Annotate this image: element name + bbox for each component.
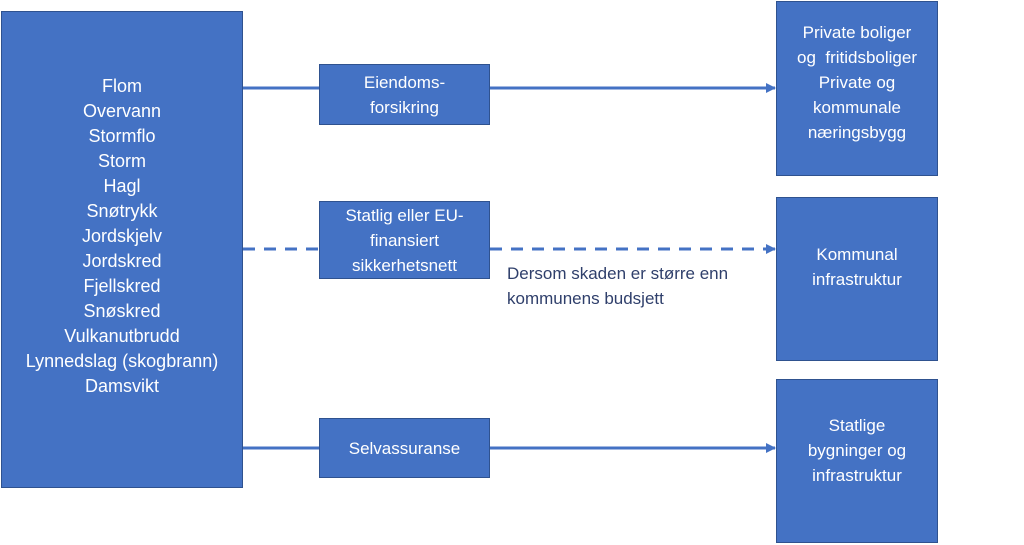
property-insurance-label-line: Eiendoms- (363, 72, 446, 92)
hazard-item: Fjellskred (83, 276, 161, 296)
safety-net-condition-note: Dersom skaden er større enn kommunens bu… (507, 261, 769, 311)
self-insurance-box: Selvassuranse (319, 418, 490, 478)
state-buildings-box: Statlige bygninger og infrastruktur (776, 379, 938, 543)
state-buildings-label-line: Statlige (828, 415, 886, 435)
safety-net-label-line: finansiert (370, 230, 439, 250)
note-line: Dersom skaden er større enn (507, 264, 729, 283)
private-buildings-label-line: næringsbygg (807, 123, 907, 142)
hazard-item: Stormflo (88, 126, 156, 146)
hazard-item: Lynnedslag (skogbrann) (25, 351, 219, 371)
hazard-item: Jordskred (82, 251, 162, 271)
municipal-infrastructure-box: Kommunal infrastruktur (776, 197, 938, 361)
note-line: kommunens budsjett (507, 289, 664, 308)
hazard-item: Flom (102, 76, 142, 96)
private-buildings-label-line: kommunale (813, 98, 901, 117)
hazard-item: Vulkanutbrudd (64, 326, 180, 346)
private-buildings-box: Private boliger og fritidsboliger Privat… (776, 1, 938, 176)
property-insurance-label-line: forsikring (370, 97, 439, 117)
state-buildings-label-line: bygninger og (807, 440, 907, 460)
hazard-item: Damsvikt (84, 376, 159, 396)
hazard-item: Hagl (103, 176, 141, 196)
private-buildings-label-line: og fritidsboliger (796, 48, 917, 67)
private-buildings-label-line: Private og (818, 73, 896, 92)
self-insurance-label: Selvassuranse (348, 438, 461, 458)
hazard-item: Storm (97, 151, 146, 171)
hazard-item: Snøtrykk (86, 201, 158, 221)
hazard-item: Jordskjelv (81, 226, 163, 246)
hazard-item: Overvann (82, 101, 162, 121)
municipal-infrastructure-label-line: Kommunal (816, 244, 898, 264)
safety-net-label-line: Statlig eller EU- (345, 205, 464, 225)
municipal-infrastructure-label-line: infrastruktur (812, 269, 902, 289)
hazard-item: Snøskred (83, 301, 161, 321)
hazard-list: Flom Overvann Stormflo Storm Hagl Snøtry… (26, 74, 218, 399)
private-buildings-label-line: Private boliger (802, 23, 912, 42)
state-buildings-label-line: infrastruktur (812, 465, 902, 485)
safety-net-box: Statlig eller EU- finansiert sikkerhetsn… (319, 201, 490, 279)
safety-net-label-line: sikkerhetsnett (352, 255, 457, 275)
property-insurance-box: Eiendoms- forsikring (319, 64, 490, 125)
hazard-list-box: Flom Overvann Stormflo Storm Hagl Snøtry… (1, 11, 243, 488)
